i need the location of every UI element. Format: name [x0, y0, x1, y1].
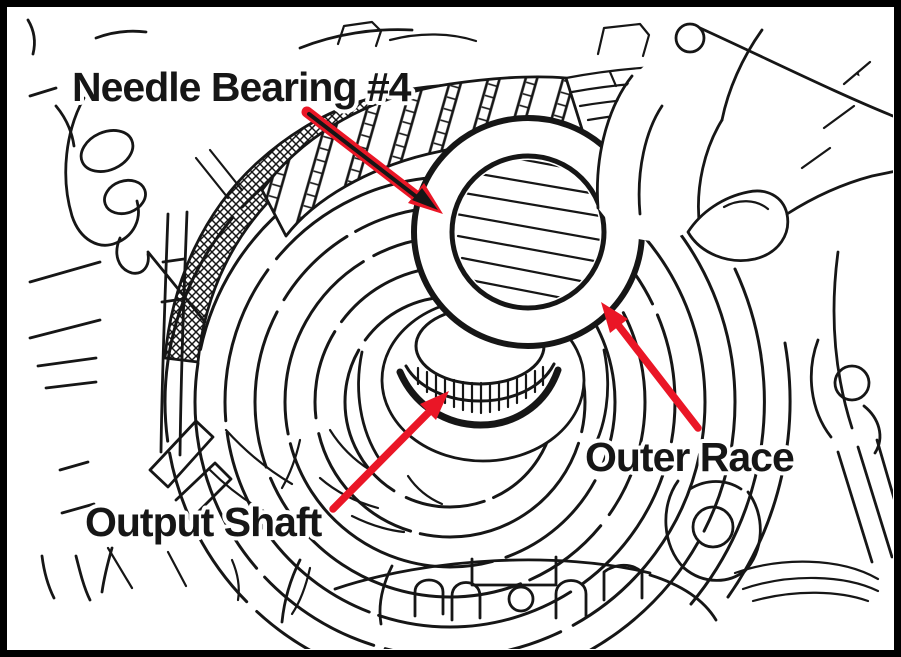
annotation-arrow-outer-race: [601, 302, 702, 432]
hand-top-edge: [698, 26, 893, 118]
case-bottom-webbing: [280, 555, 718, 626]
bolt-hole-lower: [691, 505, 735, 549]
annotation-arrow-output-shaft: [329, 391, 449, 513]
case-hole-top: [674, 22, 706, 54]
annotation-arrow-needle-bearing: [301, 106, 443, 214]
label-needle-bearing: Needle Bearing #4: [72, 64, 412, 110]
hand: [596, 22, 893, 262]
label-outer-race: Outer Race: [585, 434, 794, 480]
case-left-details: [26, 18, 414, 602]
label-output-shaft: Output Shaft: [85, 499, 323, 545]
casting-contours: [106, 428, 444, 616]
output-shaft-splines: [416, 365, 545, 415]
bolt-hole-right: [833, 364, 871, 402]
case-right-details: [664, 250, 893, 603]
knuckle-creases: [800, 60, 872, 170]
index-finger-edge: [596, 74, 634, 210]
thumb-nail: [722, 200, 770, 211]
